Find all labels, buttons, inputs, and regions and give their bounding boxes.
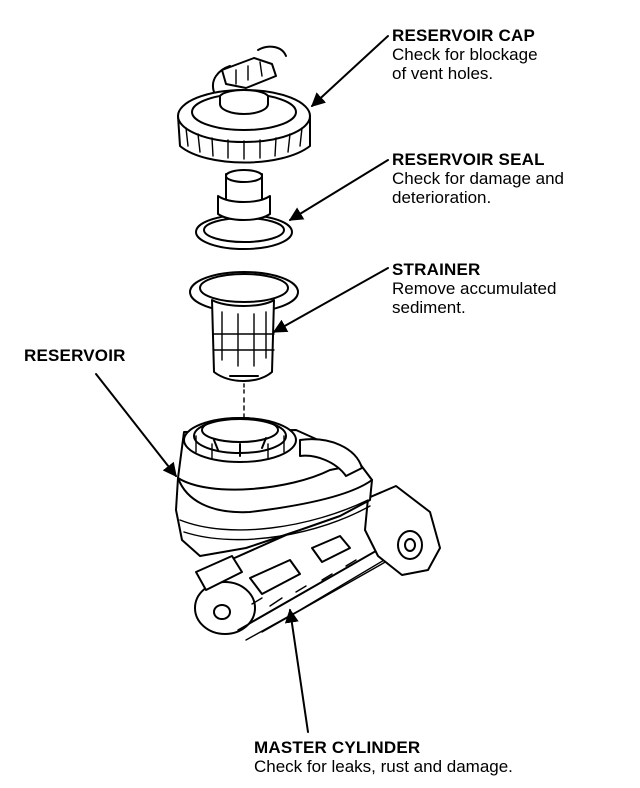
reservoir-seal-title: RESERVOIR SEAL bbox=[392, 150, 545, 169]
reservoir-cap-illustration bbox=[177, 45, 311, 164]
reservoir-cap-note: Check for blockage of vent holes. bbox=[392, 45, 538, 83]
reservoir-seal-illustration bbox=[195, 169, 293, 250]
strainer-note: Remove accumulated sediment. bbox=[392, 279, 557, 317]
reservoir-seal-callout: RESERVOIR SEAL Check for damage and dete… bbox=[392, 150, 564, 207]
master-cylinder-leader-arrow bbox=[284, 608, 309, 733]
strainer-illustration bbox=[189, 271, 299, 421]
reservoir-illustration bbox=[175, 417, 373, 557]
strainer-callout: STRAINER Remove accumulated sediment. bbox=[392, 260, 556, 317]
reservoir-leader-arrow bbox=[95, 373, 177, 478]
master-cylinder-illustration bbox=[194, 485, 441, 641]
strainer-title: STRAINER bbox=[392, 260, 481, 279]
reservoir-callout: RESERVOIR bbox=[24, 346, 126, 365]
master-cylinder-note: Check for leaks, rust and damage. bbox=[254, 757, 513, 776]
reservoir-seal-leader-arrow bbox=[288, 159, 389, 221]
reservoir-title: RESERVOIR bbox=[24, 346, 126, 365]
reservoir-cap-callout: RESERVOIR CAP Check for blockage of vent… bbox=[392, 26, 538, 83]
reservoir-cap-title: RESERVOIR CAP bbox=[392, 26, 536, 45]
strainer-leader-arrow bbox=[272, 267, 389, 333]
master-cylinder-title: MASTER CYLINDER bbox=[254, 738, 421, 757]
reservoir-cap-leader-arrow bbox=[310, 35, 389, 107]
master-cylinder-callout: MASTER CYLINDER Check for leaks, rust an… bbox=[254, 738, 513, 776]
reservoir-seal-note: Check for damage and deterioration. bbox=[392, 169, 564, 207]
